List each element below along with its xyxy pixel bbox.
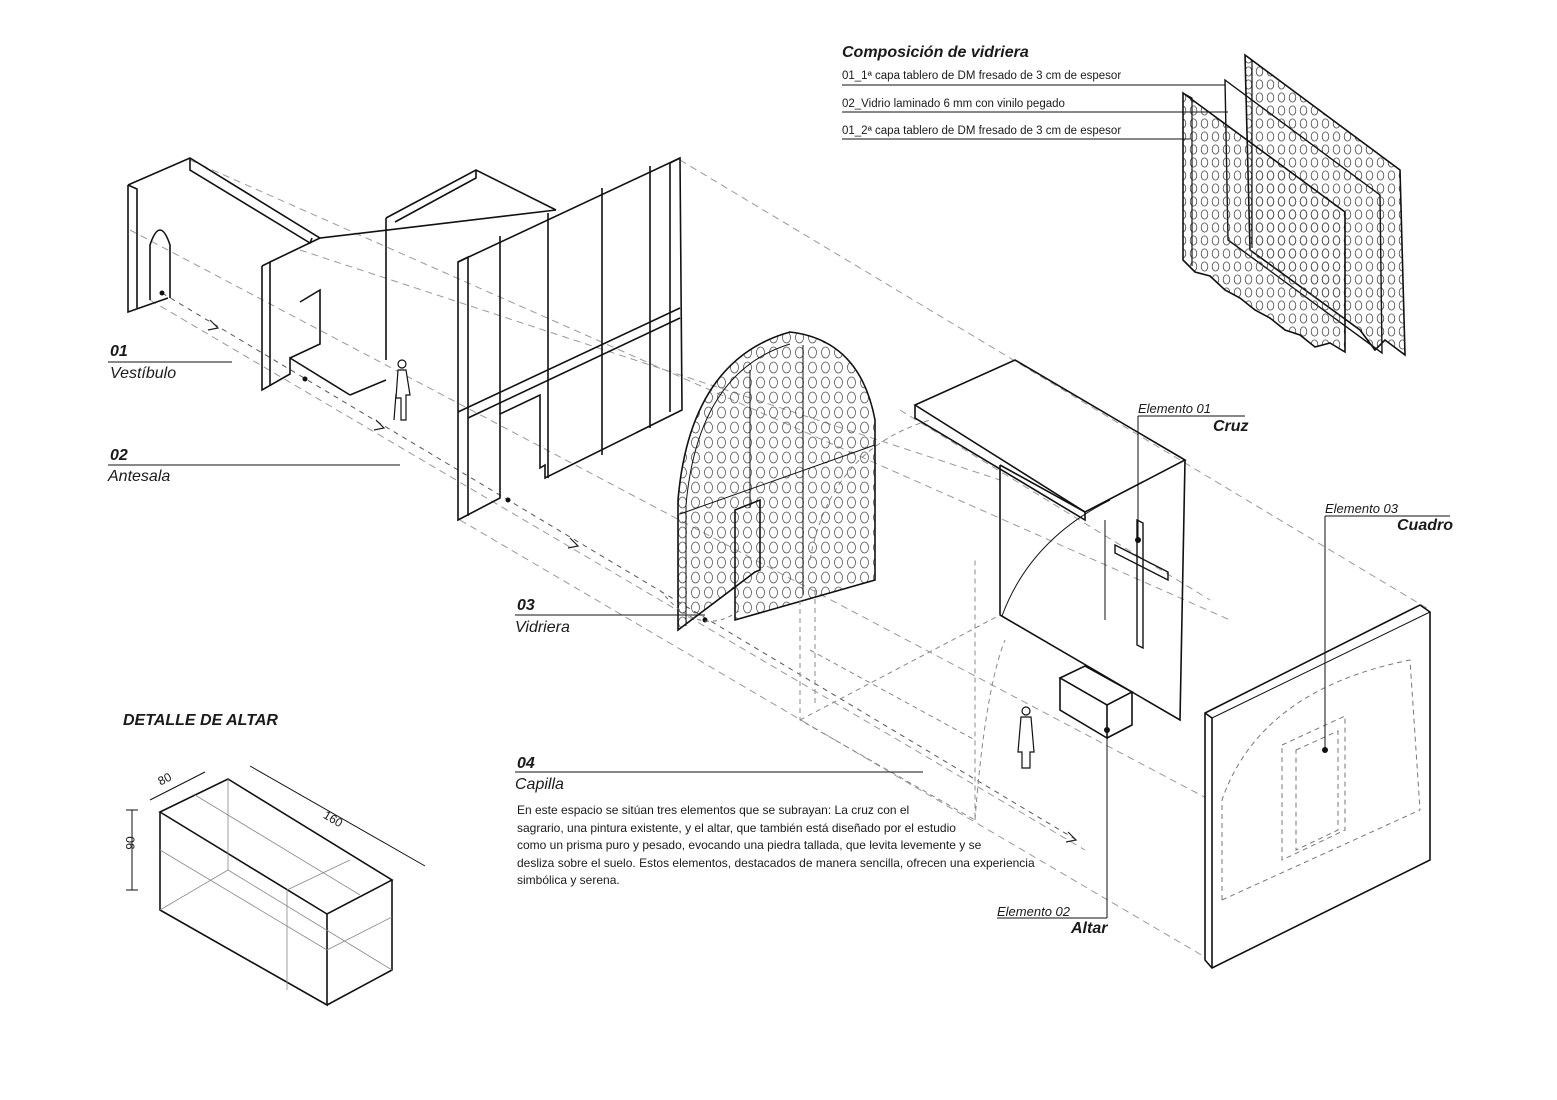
description-line: sagrario, una pintura existente, y el al… [517,820,956,835]
element-03-name: Cuadro [1397,517,1453,534]
composition-title: Composición de vidriera [842,44,1029,61]
composition-layer-2: 02_Vidrio laminado 6 mm con vinilo pegad… [842,98,1065,110]
space-02-number: 02 [110,447,128,464]
space-03-number: 03 [517,597,535,614]
space-03-name: Vidriera [515,619,570,636]
element-02-name: Altar [1071,920,1108,937]
space-01-name: Vestíbulo [110,365,177,382]
vestibule-walls [127,157,557,396]
element-01-caption: Elemento 01 [1138,401,1211,416]
space-01-number: 01 [110,343,128,360]
circulation-path [161,292,1081,843]
element-02-caption: Elemento 02 [997,904,1070,919]
altar-detail-drawing [158,778,394,1007]
altar-block [1058,665,1134,740]
description-line: simbólica y serena. [517,873,620,887]
space-02-name: Antesala [108,468,171,485]
altar-detail-thin-lines [159,779,393,990]
space-04-name: Capilla [515,776,564,793]
element-points [1104,537,1328,753]
vidriera-layer-panels [1182,53,1406,357]
altar-dimension-lines [126,765,426,891]
altar-dim-height: 90 [123,836,138,850]
description-line: desliza sobre el suelo. Estos elementos,… [517,855,1035,870]
composition-layer-1: 01_1ª capa tablero de DM fresado de 3 cm… [842,70,1122,82]
cross-icon [1114,518,1169,650]
cuadro-wall [1204,604,1431,969]
element-03-caption: Elemento 03 [1325,501,1398,516]
capilla-volume [913,359,1187,722]
description-line: En este espacio se sitúan tres elementos… [517,803,910,817]
composition-layer-3: 01_2ª capa tablero de DM fresado de 3 cm… [842,125,1122,137]
element-01-name: Cruz [1213,418,1249,435]
person-figure-icon [393,359,411,421]
altar-detail-title: DETALLE DE ALTAR [123,712,278,729]
person-figure-icon-2 [1017,706,1035,769]
description-line: como un prisma puro y pesado, evocando u… [517,838,982,852]
path-arrows [207,319,1078,843]
vidriera-arch [659,331,876,632]
label-leader-lines [108,84,1450,919]
space-04-number: 04 [517,755,535,772]
capilla-ghost-lines [799,419,1006,821]
antesala-glazed-screen [457,156,683,522]
capilla-description: En este espacio se sitúan tres elementos… [517,802,1037,890]
